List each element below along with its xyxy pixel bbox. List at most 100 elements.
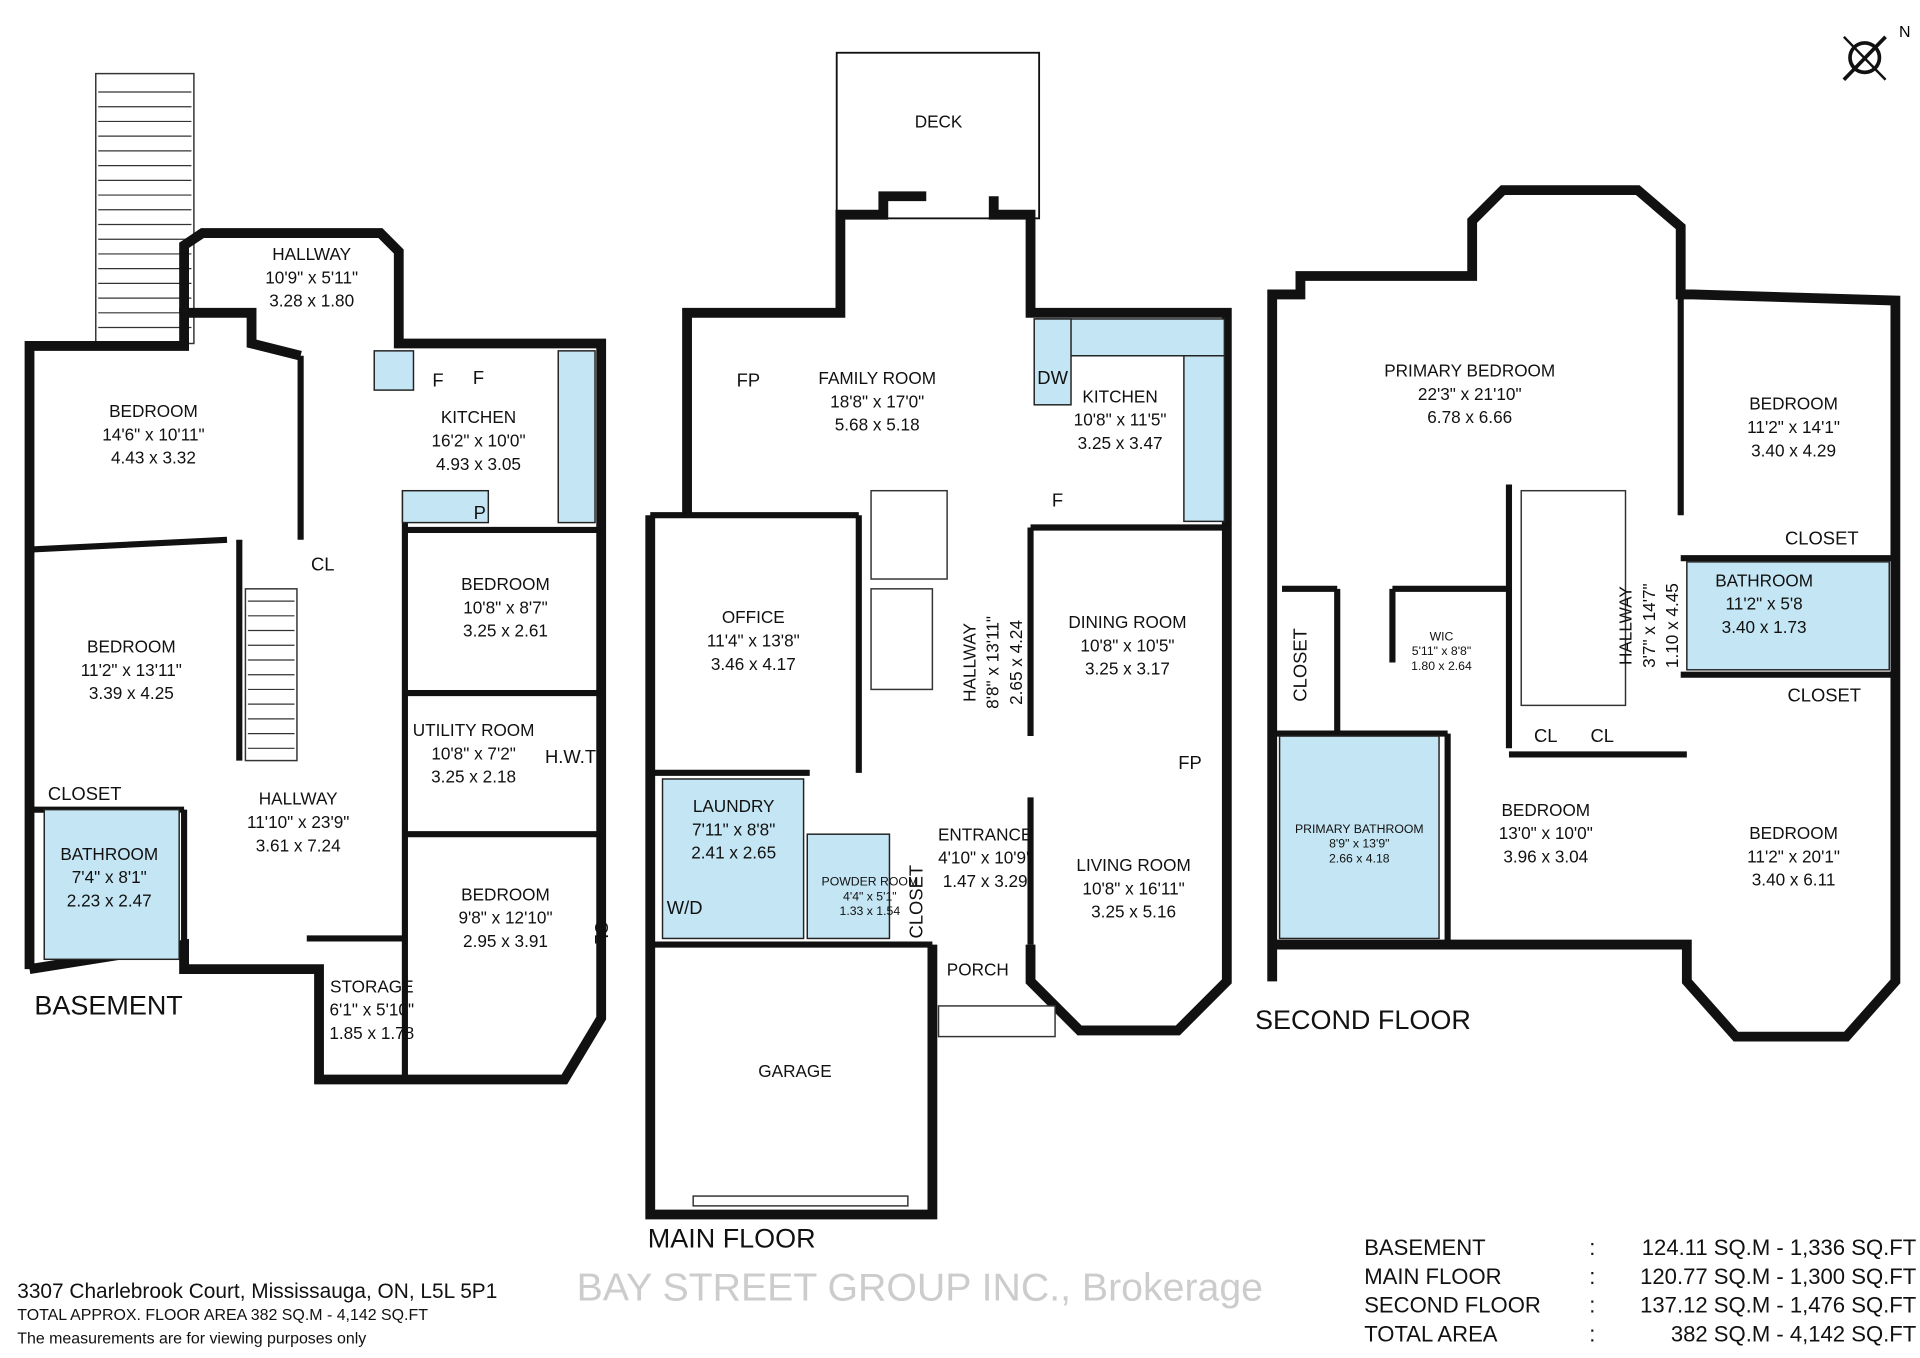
compass-label: N <box>1899 24 1911 41</box>
room-name: DINING ROOM <box>1068 612 1186 632</box>
fixture-label: CLOSET <box>1290 628 1311 702</box>
area-label: TOTAL AREA <box>1364 1321 1498 1346</box>
room-imperial: 18'8" x 17'0" <box>830 391 924 411</box>
main-floor-plan <box>645 51 1232 1220</box>
room-name: ENTRANCE <box>938 824 1032 844</box>
disclaimer: The measurements are for viewing purpose… <box>17 1330 366 1347</box>
room-imperial: 10'8" x 8'7" <box>463 597 548 617</box>
fixture-label: CL <box>1534 725 1558 746</box>
area-value: 382 SQ.M - 4,142 SQ.FT <box>1671 1321 1916 1346</box>
room-name: KITCHEN <box>1082 386 1157 406</box>
room-metric: 1.33 x 1.54 <box>840 904 901 918</box>
room-imperial: 4'4" x 5'1" <box>843 889 897 903</box>
fixture-label: F <box>1052 490 1063 511</box>
room-metric: 3.39 x 4.25 <box>89 683 174 703</box>
room-name: UTILITY ROOM <box>413 720 535 740</box>
fixture-label: CLOSET <box>48 783 122 804</box>
room-name: DECK <box>915 112 963 132</box>
fixture-label: F <box>473 367 484 388</box>
room-imperial: 5'11" x 8'8" <box>1412 644 1471 658</box>
room-imperial: 16'2" x 10'0" <box>431 431 525 451</box>
room-metric: 6.78 x 6.66 <box>1427 407 1512 427</box>
room-name: BATHROOM <box>60 844 158 864</box>
room-metric: 1.10 x 4.45 <box>1662 583 1682 668</box>
room-name: POWDER ROOM <box>822 875 919 889</box>
room-imperial: 11'4" x 13'8" <box>707 630 800 650</box>
fixture-label: F <box>432 369 443 390</box>
room-label: FAMILY ROOM 18'8" x 17'0" 5.68 x 5.18 <box>818 368 936 435</box>
room-imperial: 10'8" x 16'11" <box>1082 878 1184 898</box>
room-imperial: 8'8" x 13'11" <box>983 616 1003 709</box>
room-metric: 3.46 x 4.17 <box>711 654 796 674</box>
room-metric: 4.93 x 3.05 <box>436 454 521 474</box>
room-imperial: 11'2" x 20'1" <box>1747 846 1840 866</box>
room-metric: 3.61 x 7.24 <box>256 835 341 855</box>
room-name: WIC <box>1430 629 1454 643</box>
room-metric: 2.95 x 3.91 <box>463 931 548 951</box>
room-metric: 2.41 x 2.65 <box>691 843 776 863</box>
room-imperial: 10'9" x 5'11" <box>265 267 358 287</box>
room-imperial: 10'8" x 7'2" <box>431 743 516 763</box>
room-name: STORAGE <box>330 976 414 996</box>
room-name: LAUNDRY <box>693 796 775 816</box>
fixture-label: FP <box>1178 752 1202 773</box>
room-metric: 3.25 x 3.17 <box>1085 659 1170 679</box>
fixture-label: CLOSET <box>1787 685 1861 706</box>
second-floor-plan <box>1267 185 1901 1042</box>
room-metric: 4.43 x 3.32 <box>111 448 196 468</box>
room-label: OFFICE 11'4" x 13'8" 3.46 x 4.17 <box>707 607 800 674</box>
area-label: SECOND FLOOR <box>1364 1293 1541 1318</box>
room-metric: 5.68 x 5.18 <box>835 415 920 435</box>
room-metric: 3.40 x 1.73 <box>1722 617 1807 637</box>
room-label: PORCH <box>947 959 1009 979</box>
room-imperial: 9'8" x 12'10" <box>458 908 552 928</box>
north-compass-icon: N <box>1842 24 1911 82</box>
fixture-label: H.W.T <box>545 746 596 767</box>
area-label: MAIN FLOOR <box>1364 1264 1501 1289</box>
address: 3307 Charlebrook Court, Mississauga, ON,… <box>17 1280 497 1303</box>
floor-title-basement: BASEMENT <box>34 991 182 1021</box>
total-approx-area: TOTAL APPROX. FLOOR AREA 382 SQ.M - 4,14… <box>17 1307 428 1324</box>
room-label: GARAGE <box>758 1061 831 1081</box>
room-metric: 3.25 x 3.47 <box>1078 433 1163 453</box>
room-metric: 3.40 x 4.29 <box>1751 440 1836 460</box>
room-name: PRIMARY BEDROOM <box>1384 361 1555 381</box>
room-name: BEDROOM <box>1749 394 1838 414</box>
room-name: FAMILY ROOM <box>818 368 936 388</box>
room-name: OFFICE <box>722 607 785 627</box>
deck <box>835 51 1041 220</box>
area-sep: : <box>1589 1264 1595 1289</box>
room-metric: 2.65 x 4.24 <box>1006 620 1026 705</box>
room-name: BATHROOM <box>1715 570 1813 590</box>
room-name: PORCH <box>947 959 1009 979</box>
room-metric: 3.40 x 6.11 <box>1752 870 1836 890</box>
room-name: BEDROOM <box>1749 823 1838 843</box>
room-metric: 2.23 x 2.47 <box>67 891 152 911</box>
room-metric: 3.28 x 1.80 <box>269 291 354 311</box>
room-imperial: 6'1" x 5'10" <box>329 1000 414 1020</box>
basement-bathroom-fixtures <box>43 808 180 961</box>
watermark: BAY STREET GROUP INC., Brokerage <box>577 1265 1263 1309</box>
room-name: BEDROOM <box>461 574 550 594</box>
area-value: 137.12 SQ.M - 1,476 SQ.FT <box>1640 1293 1916 1318</box>
fixture-label: CL <box>1590 725 1614 746</box>
room-name: HALLWAY <box>959 622 979 701</box>
